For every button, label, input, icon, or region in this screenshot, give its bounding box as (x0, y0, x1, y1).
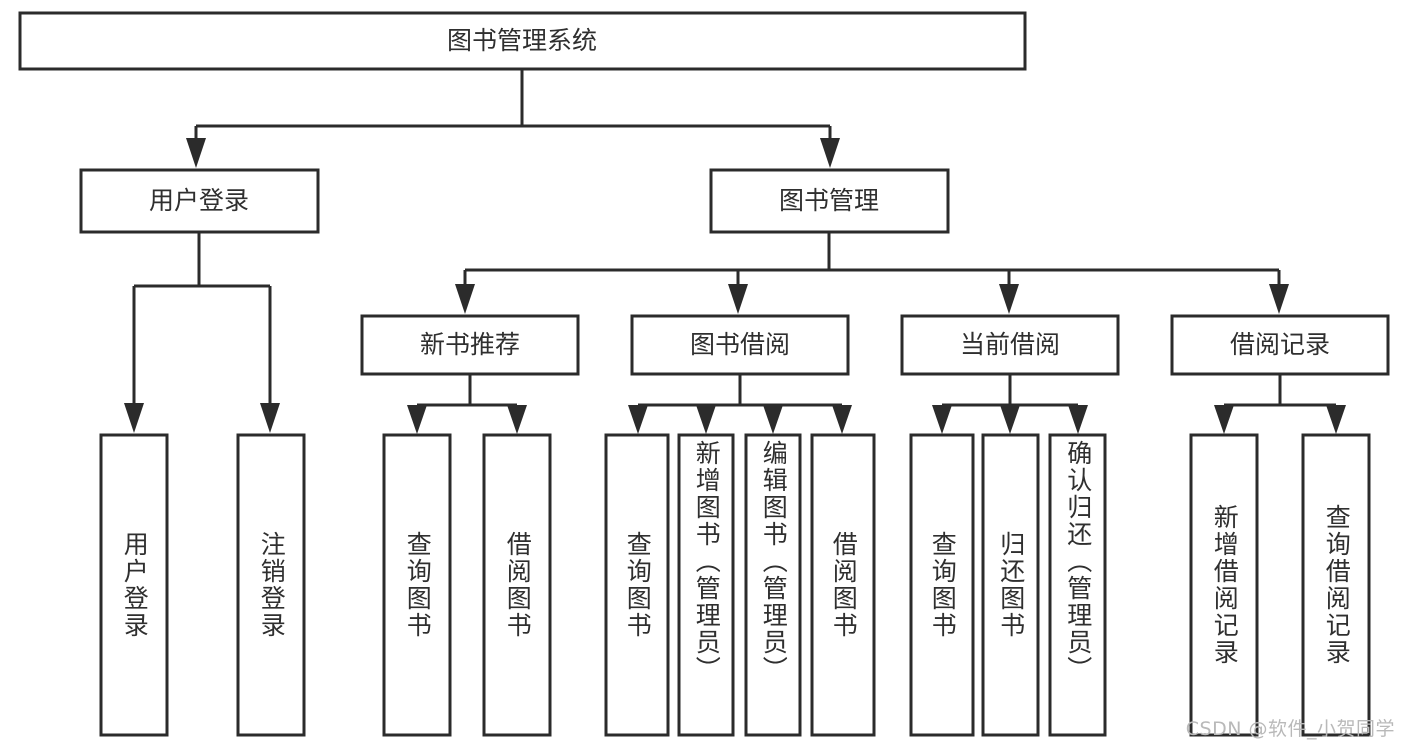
arrow-head-leaf-bookborrow-1 (628, 405, 648, 434)
node-book-manage[interactable]: 图书管理 (709, 168, 950, 234)
csdn-watermark: CSDN @软件_小贺同学 (1185, 718, 1395, 740)
new-book-recommend-box-label: 新书推荐 (420, 330, 520, 359)
user-login-box-rect (79, 168, 320, 234)
arrow-head-new-book (455, 284, 475, 314)
connector-new-book-to-leaves (407, 374, 527, 434)
leaf-box-borrowrecord-1[interactable] (1189, 433, 1259, 737)
new-book-recommend-box-rect (360, 314, 580, 376)
arrow-head-leaf-currentborrow-2 (1000, 405, 1020, 434)
leaf-box-bookborrow-3[interactable] (744, 433, 802, 737)
root-box-rect (18, 11, 1027, 71)
book-manage-box-label: 图书管理 (779, 186, 879, 215)
leaf-box-bookborrow-1[interactable] (604, 433, 670, 737)
root-box-label: 图书管理系统 (447, 26, 597, 55)
user-login-box-label: 用户登录 (149, 186, 249, 215)
connector-user-login-to-leaves (124, 232, 280, 433)
node-book-borrow[interactable]: 图书借阅 (630, 314, 850, 376)
leaf-box-currentborrow-2[interactable] (981, 433, 1040, 737)
arrow-head-leaf-bookborrow-4 (832, 405, 852, 434)
leaf-box-bookborrow-4[interactable] (810, 433, 876, 737)
leaf-box-borrowrecord-2[interactable] (1301, 433, 1371, 737)
arrow-head-book-manage (820, 138, 840, 168)
current-borrow-box-label: 当前借阅 (960, 330, 1060, 359)
arrow-head-leaf-user-login-2 (260, 403, 280, 433)
node-user-login[interactable]: 用户登录 (79, 168, 320, 234)
arrow-head-book-borrow (728, 284, 748, 314)
node-borrow-record[interactable]: 借阅记录 (1170, 314, 1390, 376)
connector-book-borrow-to-leaves (628, 374, 852, 434)
node-root[interactable]: 图书管理系统 (18, 11, 1027, 71)
leaf-box-user-login-2[interactable] (236, 433, 306, 737)
connector-book-manage-to-level3 (455, 232, 1289, 314)
arrow-head-leaf-bookborrow-3 (763, 405, 783, 434)
connector-root-to-level2 (186, 69, 840, 168)
arrow-head-leaf-bookborrow-2 (696, 405, 716, 434)
borrow-record-box-label: 借阅记录 (1230, 330, 1330, 359)
arrow-head-user-login (186, 138, 206, 168)
leaf-box-currentborrow-3[interactable] (1048, 433, 1107, 737)
node-current-borrow[interactable]: 当前借阅 (900, 314, 1120, 376)
book-borrow-box-label: 图书借阅 (690, 330, 790, 359)
connector-borrow-record-to-leaves (1214, 374, 1346, 434)
leaf-box-newbook-1[interactable] (382, 433, 452, 737)
arrow-head-leaf-borrowrecord-2 (1326, 405, 1346, 434)
arrow-head-leaf-newbook-2 (507, 405, 527, 434)
connector-current-borrow-to-leaves (932, 374, 1088, 434)
arrow-head-leaf-borrowrecord-1 (1214, 405, 1234, 434)
arrow-head-borrow-record (1269, 284, 1289, 314)
arrow-head-leaf-newbook-1 (407, 405, 427, 434)
arrow-head-leaf-currentborrow-1 (932, 405, 952, 434)
arrow-head-leaf-currentborrow-3 (1068, 405, 1088, 434)
leaf-box-user-login-1[interactable] (99, 433, 169, 737)
current-borrow-box-rect (900, 314, 1120, 376)
arrow-head-leaf-user-login-1 (124, 403, 144, 433)
leaf-box-currentborrow-1[interactable] (909, 433, 975, 737)
node-new-book-recommend[interactable]: 新书推荐 (360, 314, 580, 376)
arrow-head-current-borrow (999, 284, 1019, 314)
leaf-box-newbook-2[interactable] (482, 433, 552, 737)
leaf-box-bookborrow-2[interactable] (677, 433, 735, 737)
